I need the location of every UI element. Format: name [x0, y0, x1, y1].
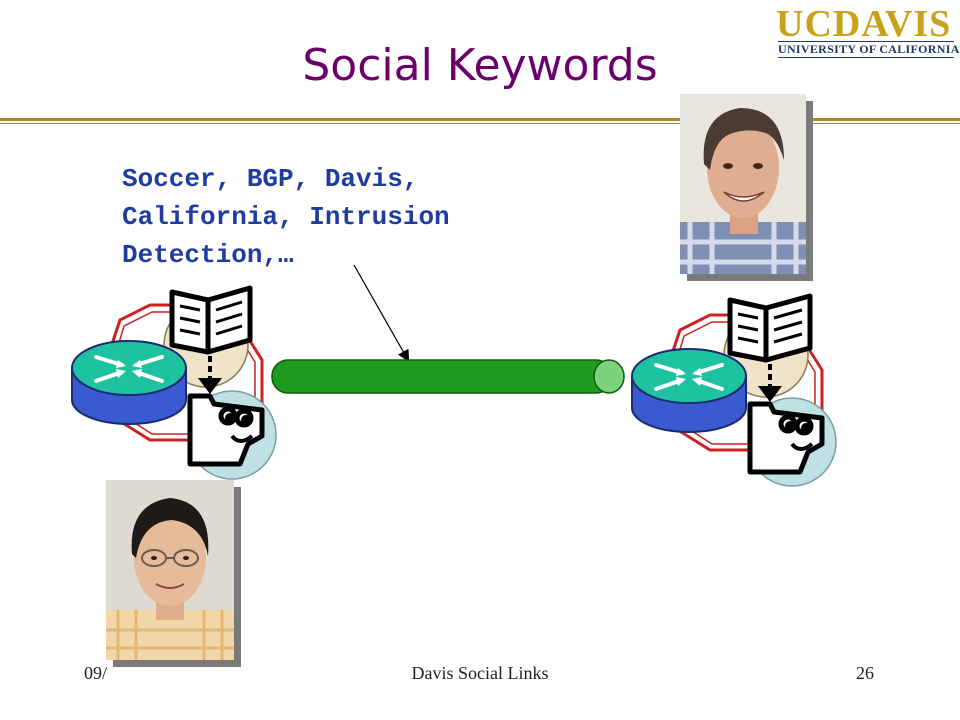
person-face-icon — [187, 393, 265, 467]
footer-date: 09/ — [84, 663, 108, 683]
keywords-line: Detection,… — [122, 240, 294, 270]
person-photo-bottom — [106, 480, 234, 660]
keywords-line: Soccer, BGP, Davis, — [122, 164, 419, 194]
link-cylinder-icon — [271, 359, 625, 394]
logo-divider — [778, 41, 954, 42]
left-node — [71, 285, 277, 480]
router-icon — [631, 348, 747, 433]
page-number: 26 — [856, 663, 874, 683]
book-icon — [169, 285, 253, 355]
ucdavis-logo: UCDAVIS UNIVERSITY OF CALIFORNIA — [774, 3, 960, 62]
title-divider — [0, 118, 960, 121]
dotted-arrow — [198, 356, 222, 394]
footer-title: Davis Social Links — [411, 663, 549, 683]
dotted-arrow — [758, 364, 782, 402]
router-icon — [71, 340, 187, 425]
social-keywords-text: Soccer, BGP, Davis, California, Intrusio… — [122, 160, 582, 274]
book-icon — [727, 293, 813, 363]
logo-uc: UC — [776, 3, 833, 45]
person-photo-top — [680, 94, 806, 274]
pointer-arrow — [353, 264, 410, 363]
logo-subtitle: UNIVERSITY OF CALIFORNIA — [778, 42, 960, 56]
person-face-icon — [747, 401, 825, 475]
keywords-line: California, Intrusion — [122, 202, 450, 232]
right-node — [631, 293, 837, 487]
logo-divider-bottom — [778, 57, 954, 58]
title-divider-thin — [0, 123, 960, 124]
slide-title: Social Keywords — [302, 40, 658, 91]
logo-davis: DAVIS — [832, 3, 952, 45]
